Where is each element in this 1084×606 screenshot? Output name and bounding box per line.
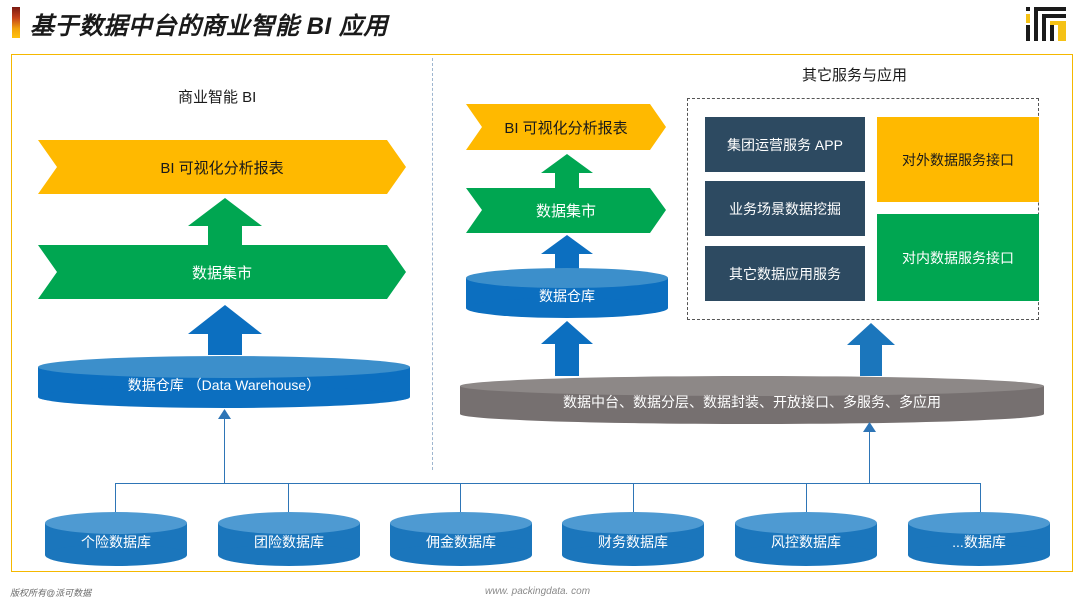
cyl-bottom xyxy=(38,386,410,408)
connector-drop-5 xyxy=(806,483,808,513)
connector-arrowhead-platform xyxy=(863,422,876,432)
connector-drop-1 xyxy=(115,483,117,513)
cyl-bottom xyxy=(466,298,668,318)
left-arrow-mart-to-report xyxy=(188,198,262,246)
left-dw-label: 数据仓库 （Data Warehouse） xyxy=(127,377,321,393)
mid-arrow-dw-to-mart xyxy=(541,235,593,270)
connector-up-left-dw xyxy=(224,415,226,484)
external-data-api-card[interactable]: 对外数据服务接口 xyxy=(877,117,1039,202)
cyl-top xyxy=(460,376,1044,396)
database-cylinder-5[interactable]: 风控数据库 xyxy=(735,512,877,566)
database-cylinder-6[interactable]: ...数据库 xyxy=(908,512,1050,566)
database-label-1: 个险数据库 xyxy=(81,534,151,550)
connector-arrowhead-left-dw xyxy=(218,409,231,419)
page-title: 基于数据中台的商业智能 BI 应用 xyxy=(30,13,388,40)
internal-data-api-card[interactable]: 对内数据服务接口 xyxy=(877,214,1039,301)
mid-arrow-platform-to-dw xyxy=(541,321,593,376)
database-label-3: 佣金数据库 xyxy=(426,534,496,550)
mid-dw-label: 数据仓库 xyxy=(539,288,595,304)
title-accent-bar xyxy=(12,7,20,38)
database-label-6: ...数据库 xyxy=(952,534,1006,550)
database-cylinder-2[interactable]: 团险数据库 xyxy=(218,512,360,566)
connector-drop-4 xyxy=(633,483,635,513)
platform-label: 数据中台、数据分层、数据封装、开放接口、多服务、多应用 xyxy=(563,394,941,410)
left-arrow-dw-to-mart xyxy=(188,305,262,355)
section-divider xyxy=(432,58,433,470)
footer-website: www. packingdata. com xyxy=(485,586,591,597)
connector-drop-2 xyxy=(288,483,290,513)
database-label-4: 财务数据库 xyxy=(598,534,668,550)
connector-up-platform xyxy=(869,428,871,484)
connector-drop-6 xyxy=(980,483,982,513)
database-cylinder-4[interactable]: 财务数据库 xyxy=(562,512,704,566)
mid-arrow-mart-to-report xyxy=(541,154,593,189)
database-label-2: 团险数据库 xyxy=(254,534,324,550)
service-card-other-apps[interactable]: 其它数据应用服务 xyxy=(705,246,865,301)
service-card-group-ops-app[interactable]: 集团运营服务 APP xyxy=(705,117,865,172)
left-section-caption: 商业智能 BI xyxy=(178,89,257,106)
arrow-platform-to-services xyxy=(847,323,895,376)
mid-data-warehouse-cylinder[interactable]: 数据仓库 xyxy=(466,268,668,318)
connector-drop-3 xyxy=(460,483,462,513)
cyl-top xyxy=(466,268,668,288)
left-bi-report-banner[interactable]: BI 可视化分析报表 xyxy=(38,140,406,194)
right-section-caption: 其它服务与应用 xyxy=(802,67,908,84)
left-data-mart-banner[interactable]: 数据集市 xyxy=(38,245,406,299)
left-data-warehouse-cylinder[interactable]: 数据仓库 （Data Warehouse） xyxy=(38,356,410,408)
mid-bi-report-banner[interactable]: BI 可视化分析报表 xyxy=(466,104,666,150)
content-frame xyxy=(11,54,1073,572)
connector-bus xyxy=(115,483,981,485)
services-group-box xyxy=(687,98,1039,320)
database-cylinder-1[interactable]: 个险数据库 xyxy=(45,512,187,566)
data-platform-cylinder[interactable]: 数据中台、数据分层、数据封装、开放接口、多服务、多应用 xyxy=(460,376,1044,424)
database-cylinder-3[interactable]: 佣金数据库 xyxy=(390,512,532,566)
database-label-5: 风控数据库 xyxy=(771,534,841,550)
cyl-bottom xyxy=(460,404,1044,424)
cyl-top xyxy=(38,356,410,378)
mid-data-mart-banner[interactable]: 数据集市 xyxy=(466,188,666,233)
footer-copyright: 版权所有@派可数据 xyxy=(10,588,92,598)
ifr-logo xyxy=(1026,7,1066,41)
service-card-business-mining[interactable]: 业务场景数据挖掘 xyxy=(705,181,865,236)
